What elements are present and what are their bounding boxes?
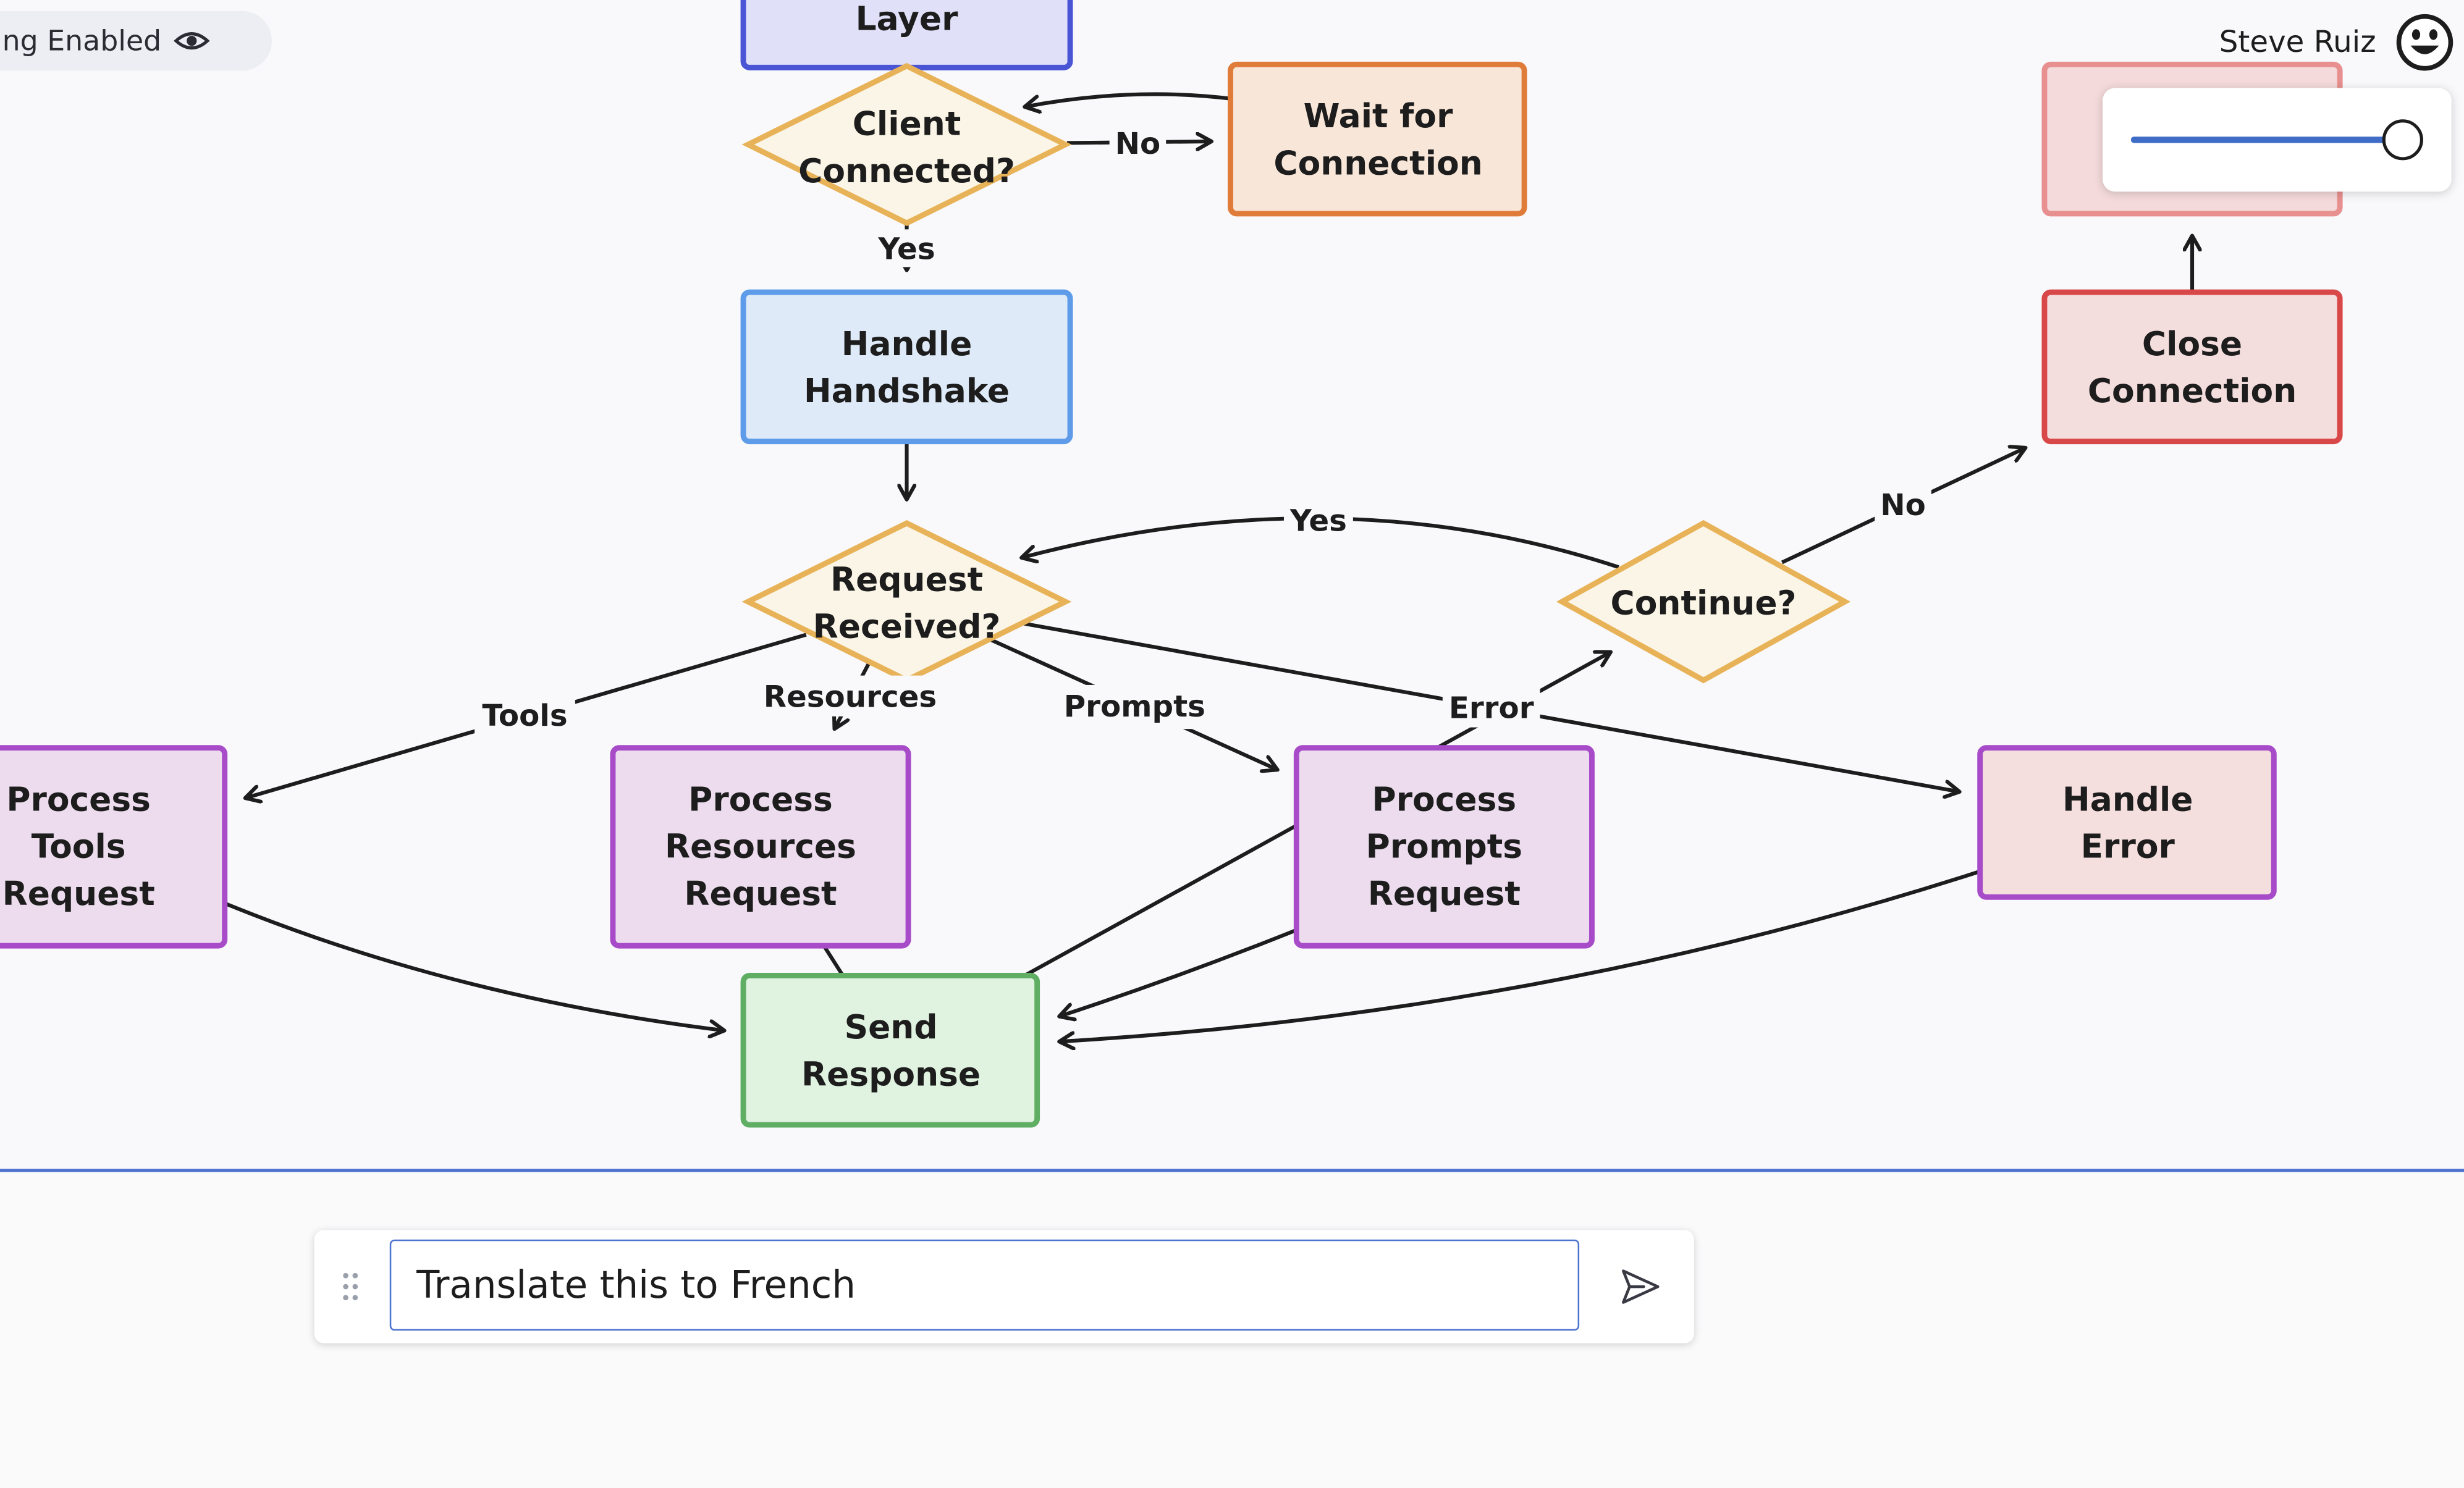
edge-label-request-error-text: Error — [1449, 691, 1534, 725]
edge-label-client-yes: Yes — [874, 229, 940, 267]
node-continue-shape — [1556, 519, 1851, 684]
node-process-tools-shape — [0, 745, 228, 949]
edge-label-client-no-text: No — [1115, 127, 1161, 161]
panel-divider[interactable] — [0, 1169, 2464, 1172]
node-wait-for-connection-shape — [1228, 61, 1527, 217]
zoom-slider-panel — [2103, 88, 2452, 192]
prompt-input[interactable] — [389, 1239, 1580, 1331]
edge-label-client-no: No — [1109, 122, 1167, 164]
edge-label-request-prompts-text: Prompts — [1064, 689, 1205, 724]
node-process-resources-label-line: Request — [684, 874, 837, 913]
zoom-slider-track[interactable] — [2130, 137, 2402, 143]
edge-error-to-response[interactable] — [1059, 870, 1980, 1042]
node-continue[interactable]: Continue? — [1556, 519, 1851, 684]
node-send-response-label-line: Send — [845, 1007, 938, 1046]
zoom-slider-thumb[interactable] — [2382, 119, 2423, 161]
edge-label-request-resources-text: Resources — [764, 680, 937, 715]
node-handle-handshake-shape — [740, 289, 1073, 445]
node-process-tools-label-line: Process — [6, 780, 151, 818]
smiley-face-icon[interactable] — [2395, 12, 2455, 72]
edge-label-request-error: Error — [1442, 686, 1540, 728]
node-request-received-label-line: Request — [830, 560, 983, 599]
node-close-connection-label-line: Close — [2142, 324, 2242, 363]
send-icon[interactable] — [1616, 1261, 1666, 1311]
edge-label-client-yes-text: Yes — [878, 232, 935, 267]
prompt-bar — [314, 1230, 1694, 1343]
node-wait-for-connection-label-line: Connection — [1273, 143, 1482, 182]
edge-label-continue-yes: Yes — [1283, 499, 1353, 540]
node-process-prompts-shape — [1293, 745, 1595, 949]
node-handle-error-shape — [1977, 745, 2277, 900]
edge-label-continue-no: No — [1875, 485, 1931, 527]
node-client-connected-shape — [741, 62, 1072, 227]
node-send-response-shape — [740, 973, 1040, 1128]
node-process-resources-label-line: Resources — [665, 827, 856, 866]
node-process-resources-shape — [610, 745, 911, 949]
edge-tools-to-response[interactable] — [224, 901, 725, 1030]
node-handle-handshake-label-line: Handle — [842, 324, 973, 363]
node-layer[interactable]: Layer — [740, 0, 1073, 70]
status-pill-label: ining Enabled — [0, 24, 162, 57]
node-continue-label-line: Continue? — [1611, 583, 1797, 622]
edge-label-request-tools: Tools — [475, 692, 575, 737]
node-process-resources-label-line: Process — [688, 780, 833, 818]
eye-icon[interactable] — [173, 25, 211, 57]
node-process-tools-label-line: Tools — [32, 827, 126, 866]
node-process-tools-label-line: Request — [2, 874, 155, 913]
edge-prompts-to-response[interactable] — [1059, 928, 1297, 1017]
status-pill[interactable]: ining Enabled — [0, 11, 272, 71]
node-client-connected-label-line: Connected? — [798, 151, 1015, 190]
node-layer-label-line: Layer — [856, 0, 958, 38]
node-client-connected-label-line: Client — [853, 104, 961, 143]
prompt-area — [0, 1172, 2464, 1488]
node-handle-error-label-line: Error — [2081, 827, 2175, 866]
drag-handle-icon[interactable] — [341, 1271, 360, 1303]
user-name[interactable]: Steve Ruiz — [2219, 25, 2376, 60]
edge-label-request-resources: Resources — [759, 675, 942, 717]
node-process-prompts-label-line: Request — [1368, 874, 1521, 913]
node-process-prompts-label-line: Process — [1372, 780, 1517, 818]
edge-wait-back[interactable] — [1024, 92, 1234, 106]
node-wait-for-connection-label-line: Wait for — [1304, 96, 1453, 135]
edge-label-continue-no-text: No — [1880, 488, 1926, 523]
node-send-response-label-line: Response — [801, 1054, 981, 1093]
node-request-received-label-line: Received? — [813, 607, 1001, 646]
node-handle-handshake-label-line: Handshake — [804, 371, 1010, 410]
node-close-connection-shape — [2041, 289, 2343, 445]
node-close-connection-label-line: Connection — [2088, 371, 2297, 410]
node-continue-label: Continue? — [1611, 583, 1797, 622]
node-process-prompts-label-line: Prompts — [1366, 827, 1522, 866]
node-request-received-shape — [741, 519, 1072, 684]
node-handle-error-label-line: Handle — [2062, 780, 2193, 818]
edge-label-continue-yes-text: Yes — [1289, 504, 1347, 539]
edge-label-request-tools-text: Tools — [482, 699, 567, 733]
node-layer-label: Layer — [856, 0, 958, 38]
edge-label-request-prompts: Prompts — [1059, 684, 1210, 729]
